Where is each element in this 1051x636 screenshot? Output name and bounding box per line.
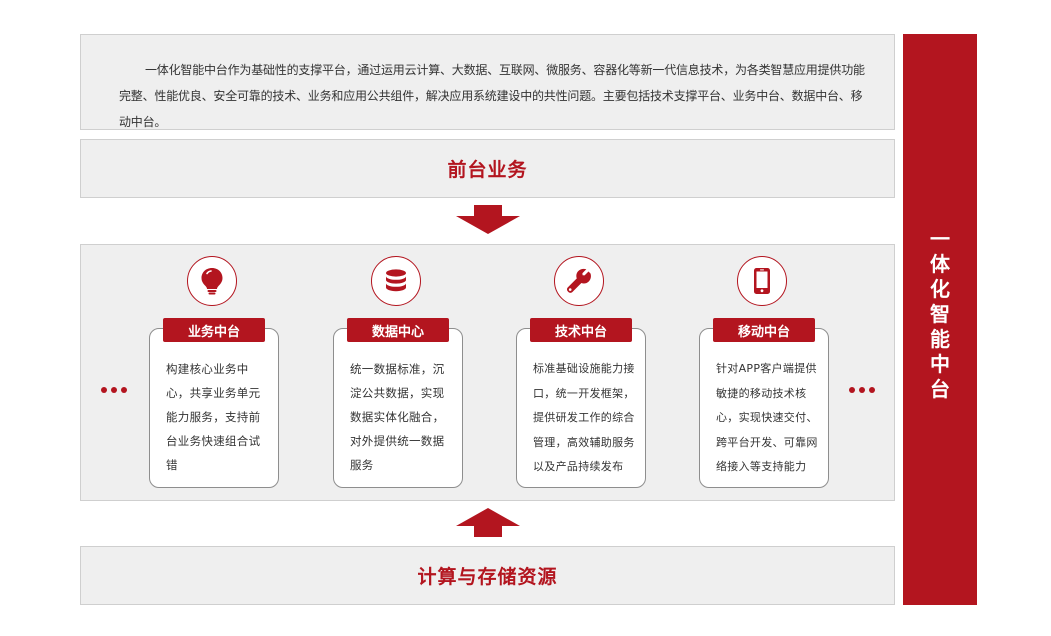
module-card: 统一数据标准，沉淀公共数据，实现数据实体化融合，对外提供统一数据服务 (333, 328, 463, 488)
smartphone-icon (737, 256, 787, 306)
module-business: 构建核心业务中心，共享业务单元能力服务，支持前台业务快速组合试错 业务中台 (149, 256, 281, 490)
compute-storage-label: 计算与存储资源 (417, 566, 558, 588)
database-icon (371, 256, 421, 306)
integrated-platform-sidebar: 一体化智能中台 (903, 34, 977, 605)
wrench-icon (554, 256, 604, 306)
module-card: 构建核心业务中心，共享业务单元能力服务，支持前台业务快速组合试错 (149, 328, 279, 488)
front-business-panel: 前台业务 (80, 139, 895, 198)
front-business-label: 前台业务 (447, 159, 528, 181)
module-title: 数据中心 (347, 318, 449, 342)
module-card: 标准基础设施能力接口，统一开发框架，提供研发工作的综合管理，高效辅助服务以及产品… (516, 328, 646, 488)
intro-text: 一体化智能中台作为基础性的支撑平台，通过运用云计算、大数据、互联网、微服务、容器… (119, 63, 865, 129)
module-title: 技术中台 (530, 318, 632, 342)
module-desc: 构建核心业务中心，共享业务单元能力服务，支持前台业务快速组合试错 (166, 362, 261, 472)
module-card: 针对APP客户端提供敏捷的移动技术核心，实现快速交付、跨平台开发、可靠网络接入等… (699, 328, 829, 488)
sidebar-title: 一体化智能中台 (930, 227, 950, 401)
module-title: 业务中台 (163, 318, 265, 342)
module-desc: 统一数据标准，沉淀公共数据，实现数据实体化融合，对外提供统一数据服务 (350, 362, 445, 472)
arrow-up-icon (456, 508, 520, 537)
module-tech: 标准基础设施能力接口，统一开发框架，提供研发工作的综合管理，高效辅助服务以及产品… (516, 256, 648, 490)
lightbulb-icon (187, 256, 237, 306)
module-desc: 标准基础设施能力接口，统一开发框架，提供研发工作的综合管理，高效辅助服务以及产品… (533, 362, 635, 473)
ellipsis-right-icon (849, 387, 875, 395)
module-data: 统一数据标准，沉淀公共数据，实现数据实体化融合，对外提供统一数据服务 数据中心 (333, 256, 465, 490)
module-title: 移动中台 (713, 318, 815, 342)
module-desc: 针对APP客户端提供敏捷的移动技术核心，实现快速交付、跨平台开发、可靠网络接入等… (716, 362, 818, 473)
intro-panel: 一体化智能中台作为基础性的支撑平台，通过运用云计算、大数据、互联网、微服务、容器… (80, 34, 895, 130)
compute-storage-panel: 计算与存储资源 (80, 546, 895, 605)
ellipsis-left-icon (101, 387, 127, 395)
arrow-down-icon (456, 205, 520, 234)
module-mobile: 针对APP客户端提供敏捷的移动技术核心，实现快速交付、跨平台开发、可靠网络接入等… (699, 256, 831, 490)
